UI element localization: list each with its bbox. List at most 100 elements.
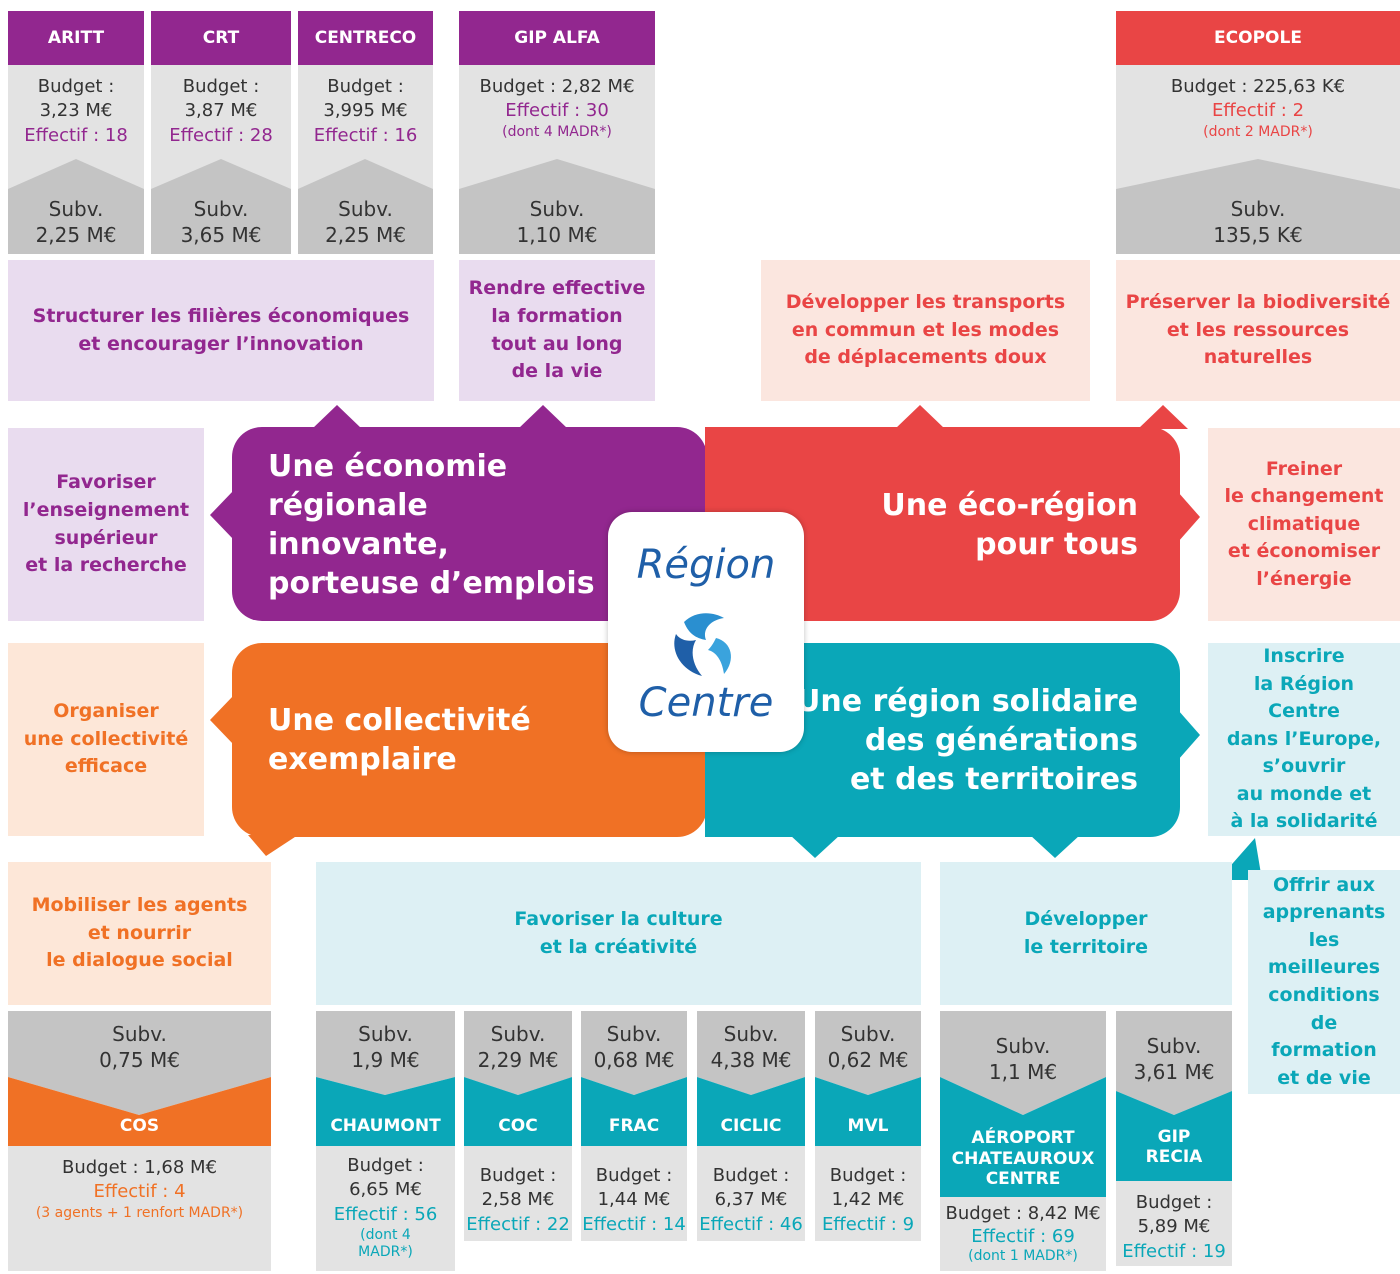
org-card-gip-recia: Subv. 3,61 M€ GIP RECIA Budget : 5,89 M€…	[1116, 1011, 1232, 1266]
objective-europe: Inscrire la Région Centre dans l’Europe,…	[1208, 643, 1400, 836]
pointer-left	[210, 695, 234, 745]
subv-chevron	[464, 1011, 572, 1146]
budget-label: Budget :	[37, 76, 115, 97]
subv-block: Subv. 3,61 M€	[1116, 1033, 1232, 1085]
effectif: Effectif : 69	[971, 1225, 1075, 1247]
objective-apprenants: Offrir aux apprenants les meilleures con…	[1248, 870, 1400, 1094]
budget-label: Budget :	[829, 1165, 907, 1186]
budget-value: 6,37 M€	[714, 1189, 788, 1211]
subv-label: Subv.	[193, 197, 249, 221]
org-card-centreco: CENTRECO Budget : 3,995 M€ Effectif : 16…	[298, 11, 433, 254]
org-card-ciclic: Subv. 4,38 M€ CICLIC Budget : 6,37 M€ Ef…	[697, 1011, 805, 1241]
objective-organiser: Organiser une collectivité efficace	[8, 643, 204, 836]
effectif: Effectif : 14	[582, 1213, 686, 1235]
budget-value: 2,58 M€	[481, 1189, 555, 1211]
subv-label: Subv.	[490, 1022, 546, 1046]
org-name: ARITT	[8, 11, 144, 65]
pointer-up	[895, 405, 945, 429]
pointer-right	[1178, 710, 1200, 760]
subv-label: Subv.	[1230, 197, 1286, 221]
org-card-crt: CRT Budget : 3,87 M€ Effectif : 28 Subv.…	[151, 11, 291, 254]
subv-chevron	[8, 1011, 271, 1146]
subv-value: 0,75 M€	[99, 1048, 180, 1072]
subv-chevron	[1116, 159, 1400, 254]
org-info: Budget : 2,58 M€ Effectif : 22	[464, 1146, 572, 1241]
subv-value: 1,1 M€	[988, 1060, 1058, 1084]
objective-climat: Freiner le changement climatique et écon…	[1208, 428, 1400, 621]
effectif-note: (dont 4 MADR*)	[502, 123, 612, 140]
budget-value: 3,995 M€	[323, 100, 408, 122]
org-name: COC	[498, 1115, 538, 1136]
org-name: CRT	[151, 11, 291, 65]
budget-label: Budget :	[347, 1155, 424, 1176]
org-card-chaumont: Subv. 1,9 M€ CHAUMONT Budget : 6,65 M€ E…	[316, 1011, 455, 1271]
pointer-down	[790, 835, 840, 858]
budget-value: 5,89 M€	[1137, 1216, 1211, 1238]
org-card-gip-alfa: GIP ALFA Budget : 2,82 M€ Effectif : 30 …	[459, 11, 655, 254]
effectif: Effectif : 28	[169, 124, 273, 146]
org-card-mvl: Subv. 0,62 M€ MVL Budget : 1,42 M€ Effec…	[815, 1011, 921, 1241]
org-name: COS	[119, 1115, 160, 1136]
subv-chevron	[316, 1011, 455, 1146]
logo-line1: Région	[636, 542, 776, 588]
objective-filieres: Structurer les filières économiques et e…	[8, 260, 434, 401]
objective-territoire: Développer le territoire	[940, 862, 1232, 1005]
org-card-cos: Subv. 0,75 M€ COS Budget : 1,68 M€ Effec…	[8, 1011, 271, 1271]
subv-label: Subv.	[338, 197, 393, 221]
subv-value: 2,29 M€	[477, 1048, 559, 1072]
subv-value: 2,25 M€	[35, 223, 117, 247]
subv-block: Subv. 0,68 M€	[581, 1021, 687, 1073]
objective-transports: Développer les transports en commun et l…	[761, 260, 1090, 401]
budget-value: 1,42 M€	[831, 1189, 905, 1211]
subv-value: 3,65 M€	[180, 223, 262, 247]
budget-label: Budget :	[712, 1165, 790, 1186]
org-info: Budget : 5,89 M€ Effectif : 19	[1116, 1181, 1232, 1266]
budget-value: 1,44 M€	[597, 1189, 671, 1211]
subv-chevron	[1116, 1011, 1232, 1181]
subv-chevron	[815, 1011, 921, 1146]
budget-label: Budget :	[1135, 1192, 1213, 1213]
budget-value: 6,65 M€	[349, 1179, 422, 1201]
subv-chevron	[581, 1011, 687, 1146]
effectif: Effectif : 9	[821, 1213, 915, 1235]
subv-chevron	[151, 159, 291, 254]
quadrant-economy-shape	[232, 427, 707, 621]
logo-line2: Centre	[638, 680, 774, 726]
subv-value: 1,9 M€	[351, 1048, 420, 1072]
subv-block: Subv. 4,38 M€	[697, 1021, 805, 1073]
pointer-left	[210, 490, 234, 540]
org-info: Budget : 1,68 M€ Effectif : 4 (3 agents …	[8, 1146, 271, 1271]
pointer-up	[1138, 405, 1188, 429]
subv-label: Subv.	[112, 1022, 167, 1046]
org-info: Budget : 8,42 M€ Effectif : 69 (dont 1 M…	[940, 1197, 1106, 1271]
quadrant-economy-title: Une économie régionale innovante, porteu…	[268, 449, 595, 601]
org-name: GIP ALFA	[459, 11, 655, 65]
subv-block: Subv. 1,10 M€	[459, 181, 655, 254]
subv-chevron	[298, 159, 433, 254]
subv-value: 0,68 M€	[593, 1048, 675, 1072]
budget-value: Budget : 2,82 M€	[479, 76, 635, 97]
subv-chevron	[8, 159, 144, 254]
effectif: Effectif : 16	[313, 124, 418, 146]
region-map-icon	[674, 613, 731, 676]
effectif: Effectif : 4	[93, 1181, 186, 1203]
subv-label: Subv.	[840, 1022, 896, 1046]
org-info: Budget : 6,37 M€ Effectif : 46	[697, 1146, 805, 1241]
org-card-aritt: ARITT Budget : 3,23 M€ Effectif : 18 Sub…	[8, 11, 144, 254]
org-name: CENTRECO	[298, 11, 433, 65]
budget-value: Budget : 225,63 K€	[1170, 76, 1346, 97]
pointer-down	[1030, 835, 1080, 858]
subv-label: Subv.	[1146, 1034, 1202, 1058]
effectif-note: (dont 2 MADR*)	[1203, 123, 1313, 140]
subv-value: 0,62 M€	[827, 1048, 909, 1072]
quadrant-collectivity-shape	[232, 643, 707, 837]
objective-biodiversite: Préserver la biodiversité et les ressour…	[1116, 260, 1400, 401]
budget-label: Budget :	[595, 1165, 673, 1186]
budget-value: Budget : 1,68 M€	[61, 1157, 218, 1178]
budget-label: Budget :	[327, 76, 404, 97]
subv-label: Subv.	[606, 1022, 662, 1046]
objective-formation: Rendre effective la formation tout au lo…	[459, 260, 655, 401]
subv-value: 3,61 M€	[1133, 1060, 1215, 1084]
org-name: FRAC	[608, 1115, 660, 1136]
org-name: CHAUMONT	[330, 1115, 441, 1136]
